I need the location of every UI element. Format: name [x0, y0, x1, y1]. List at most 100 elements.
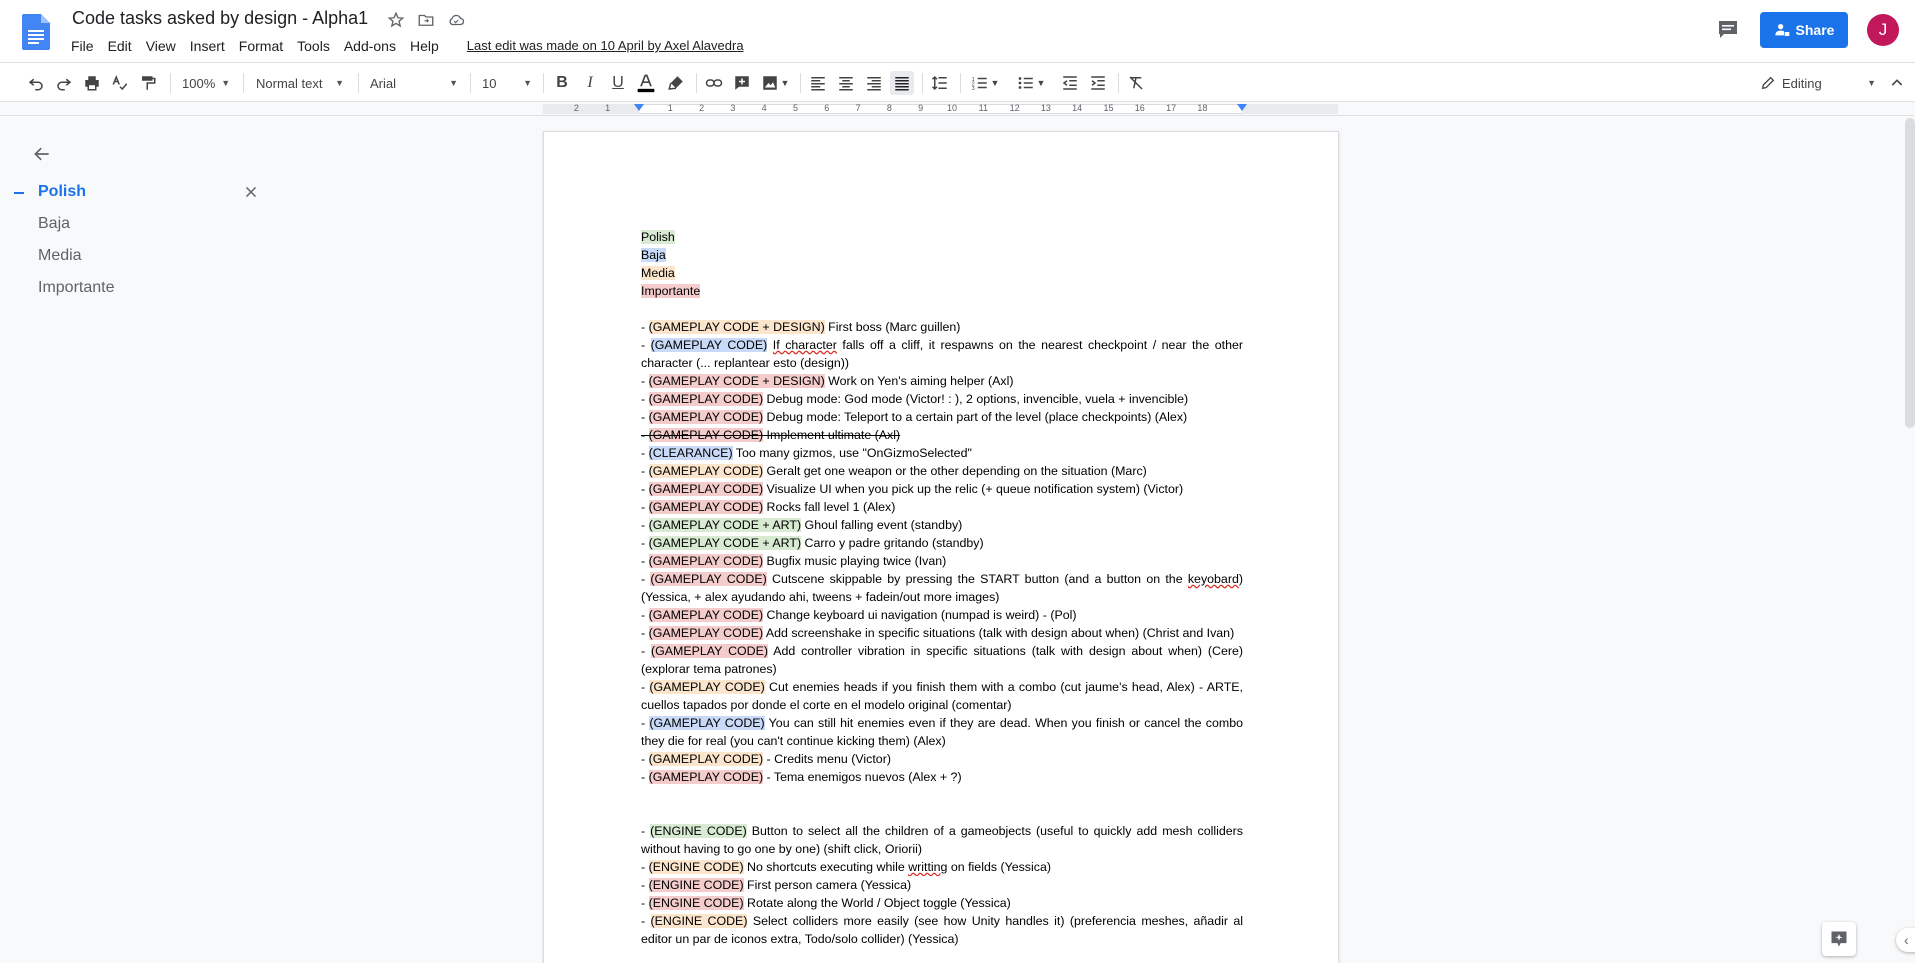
spellcheck-icon[interactable]	[108, 71, 132, 95]
bulleted-list-icon[interactable]: ▼	[1012, 71, 1050, 95]
insert-image-icon[interactable]: ▼	[758, 71, 792, 95]
task-line: - (GAMEPLAY CODE + DESIGN) First boss (M…	[641, 320, 961, 334]
toolbar: 100%▼ Normal text▼ Arial ▼ 10▼ B I U ▼	[0, 62, 1915, 102]
italic-icon[interactable]: I	[587, 74, 593, 91]
explore-icon	[1831, 931, 1847, 947]
editing-mode-value: Editing	[1782, 75, 1822, 91]
outline-item-polish[interactable]: Polish	[38, 183, 87, 200]
outline-item-baja[interactable]: Baja	[38, 215, 71, 232]
legend-baja: Baja	[641, 248, 666, 262]
chevron-down-icon: ▼	[449, 78, 458, 88]
highlight-color-icon[interactable]	[664, 71, 688, 95]
increase-indent-icon[interactable]	[1086, 71, 1110, 95]
menu-edit[interactable]: Edit	[107, 38, 132, 54]
font-size-select[interactable]: 10▼	[478, 71, 536, 95]
cloud-status-icon[interactable]	[446, 10, 466, 30]
chevron-down-icon: ▼	[335, 78, 344, 88]
menu-format[interactable]: Format	[238, 38, 284, 54]
task-line: - (GAMEPLAY CODE) Add controller vibrati…	[641, 644, 1244, 676]
ruler-number: 9	[918, 103, 924, 113]
last-edit-link[interactable]: Last edit was made on 10 April by Axel A…	[466, 38, 744, 53]
align-right-icon[interactable]	[862, 71, 886, 95]
legend-polish: Polish	[641, 230, 675, 244]
line-spacing-icon[interactable]	[928, 71, 952, 95]
close-outline-arrow-icon[interactable]	[32, 144, 52, 164]
share-label: Share	[1795, 22, 1835, 38]
outline-item-importante[interactable]: Importante	[38, 279, 115, 296]
menu-help[interactable]: Help	[409, 38, 439, 54]
menu-file[interactable]: File	[71, 38, 94, 54]
underline-icon[interactable]: U	[612, 74, 624, 91]
legend-importante: Importante	[641, 284, 701, 298]
document-title[interactable]: Code tasks asked by design - Alpha1	[72, 8, 369, 28]
menu-tools[interactable]: Tools	[297, 38, 330, 54]
ruler-number: 4	[761, 103, 767, 113]
text-color-icon[interactable]	[634, 71, 658, 95]
task-line: - (GAMEPLAY CODE) - Tema enemigos nuevos…	[641, 770, 962, 784]
document-page[interactable]: Polish Baja Media Importante - (GAMEPLAY…	[543, 131, 1339, 963]
ruler-number: 13	[1040, 103, 1051, 113]
close-icon[interactable]	[242, 183, 260, 201]
add-comment-icon[interactable]	[730, 71, 754, 95]
right-indent-marker[interactable]	[1237, 104, 1247, 111]
collapse-menus-icon[interactable]	[1886, 71, 1908, 95]
ruler-number: 7	[855, 103, 861, 113]
task-line: - (CLEARANCE) Too many gizmos, use "OnGi…	[641, 446, 972, 460]
task-line: - (ENGINE CODE) Select colliders more ea…	[641, 914, 1243, 946]
undo-icon[interactable]	[24, 71, 48, 95]
svg-text:3: 3	[971, 86, 974, 92]
task-line: - (GAMEPLAY CODE) Add screenshake in spe…	[641, 626, 1235, 640]
task-line: - (GAMEPLAY CODE) Visualize UI when you …	[641, 482, 1184, 496]
align-center-icon[interactable]	[834, 71, 858, 95]
paint-format-icon[interactable]	[136, 71, 160, 95]
task-line: - (GAMEPLAY CODE) Cutscene skippable by …	[641, 572, 1243, 604]
task-line: - (ENGINE CODE) No shortcuts executing w…	[641, 860, 1051, 874]
comment-history-icon[interactable]	[1716, 17, 1740, 41]
bold-icon[interactable]: B	[556, 74, 568, 91]
ruler-number: 6	[824, 103, 830, 113]
menu-bar: File Edit View Insert Format Tools Add-o…	[64, 36, 751, 56]
task-line: - (GAMEPLAY CODE) Geralt get one weapon …	[641, 464, 1147, 478]
editing-mode-select[interactable]: Editing ▼	[1756, 71, 1880, 95]
print-icon[interactable]	[80, 71, 104, 95]
move-folder-icon[interactable]	[416, 10, 436, 30]
ruler-number: 1	[605, 103, 611, 113]
task-line-done: - (GAMEPLAY CODE) Implement ultimate (Ax…	[641, 428, 901, 442]
pencil-icon	[1761, 76, 1775, 90]
menu-view[interactable]: View	[145, 38, 176, 54]
task-line: - (GAMEPLAY CODE) Debug mode: Teleport t…	[641, 410, 1188, 424]
side-panel-toggle[interactable]: ‹	[1896, 928, 1915, 952]
redo-icon[interactable]	[52, 71, 76, 95]
task-line: - (GAMEPLAY CODE) If character falls off…	[641, 338, 1243, 370]
app-header: Code tasks asked by design - Alpha1 File…	[0, 0, 1915, 62]
share-button[interactable]: Share	[1760, 12, 1848, 48]
clear-formatting-icon[interactable]	[1124, 71, 1148, 95]
chevron-left-icon: ‹	[1904, 932, 1909, 948]
insert-link-icon[interactable]	[702, 71, 726, 95]
zoom-select[interactable]: 100%▼	[178, 71, 234, 95]
vertical-scrollbar[interactable]	[1905, 118, 1915, 428]
star-icon[interactable]	[386, 10, 406, 30]
task-line: - (ENGINE CODE) Rotate along the World /…	[641, 896, 1011, 910]
docs-logo-icon[interactable]	[22, 14, 50, 50]
menu-addons[interactable]: Add-ons	[343, 38, 396, 54]
align-left-icon[interactable]	[806, 71, 830, 95]
ruler-number: 16	[1134, 103, 1145, 113]
align-justify-icon[interactable]	[890, 71, 914, 95]
decrease-indent-icon[interactable]	[1058, 71, 1082, 95]
explore-button[interactable]	[1822, 922, 1856, 956]
document-body[interactable]: Polish Baja Media Importante - (GAMEPLAY…	[641, 228, 1243, 948]
menu-insert[interactable]: Insert	[189, 38, 225, 54]
outline-item-media[interactable]: Media	[38, 247, 82, 264]
paragraph-style-select[interactable]: Normal text▼	[252, 71, 348, 95]
ruler-number: 2	[699, 103, 705, 113]
ruler-number: 11	[978, 103, 988, 113]
avatar[interactable]: J	[1867, 14, 1899, 46]
ruler-number: 17	[1166, 103, 1177, 113]
left-indent-marker[interactable]	[634, 104, 644, 111]
font-value: Arial	[370, 75, 397, 91]
font-select[interactable]: Arial ▼	[366, 71, 462, 95]
ruler-number: 12	[1009, 103, 1020, 113]
